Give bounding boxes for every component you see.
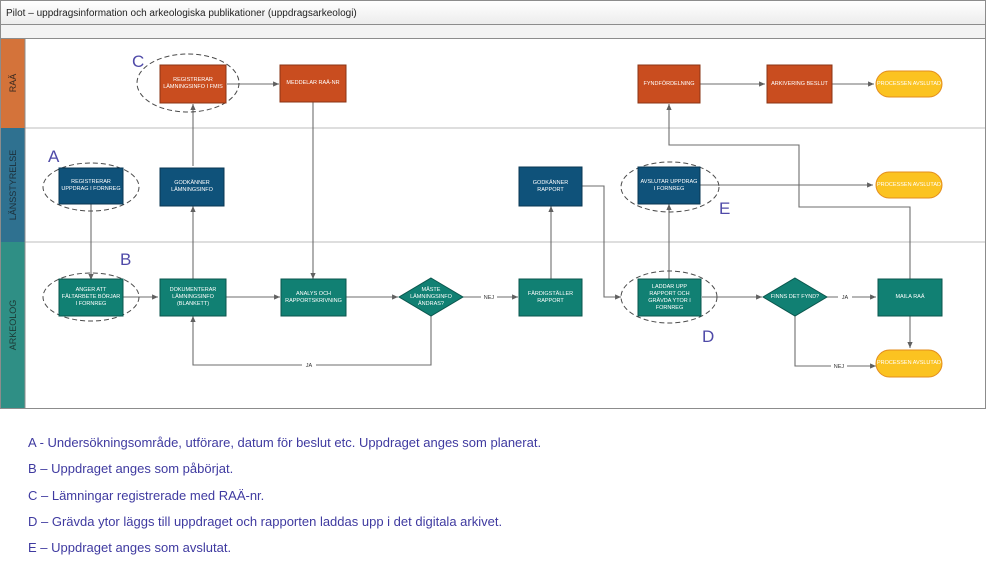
node-end3-box: [875, 349, 943, 378]
highlight-b: [42, 272, 140, 322]
edge-label-ja: JA: [306, 363, 313, 369]
node-analys: Analys och rapportskrivning: [285, 290, 342, 304]
marker-b: B: [120, 250, 131, 269]
node-registrerar: Registrerar lämningsinfo i FMIS: [163, 77, 223, 90]
node-maste-diamond: [398, 277, 464, 317]
legend-item-c: C – Lämningar registrerade med RAÄ-nr.: [28, 487, 265, 503]
node-godkanner-rapport: Godkänner rapport: [532, 179, 569, 193]
edge-godkanner-to-laddar: [582, 185, 621, 300]
markers: A B C D E: [48, 52, 730, 346]
node-end3: Processen avslutad: [877, 360, 941, 366]
edge-label-ja: JA: [842, 295, 849, 301]
node-analys-box: [280, 278, 347, 317]
lane-label-lansstyrelse: Länsstyrelse: [8, 150, 18, 221]
node-godkanner-rapport-box: [518, 166, 583, 207]
legend: A - Undersökningsområde, utförare, datum…: [28, 434, 541, 565]
highlight-ellipses: [42, 53, 720, 324]
node-laddar-box: [637, 278, 702, 317]
node-end2-box: [875, 171, 943, 199]
highlight-d: [620, 270, 718, 324]
lane-label-raa: RAÄ: [8, 74, 18, 93]
highlight-a: [42, 162, 140, 212]
node-end1-box: [875, 70, 943, 98]
node-fardigstaller: Färdigställer rapport: [527, 290, 574, 304]
marker-c: C: [132, 52, 144, 71]
lane-header-lansstyrelse: [1, 128, 25, 242]
node-fyndfordelning: Fyndfördelning: [643, 80, 695, 87]
node-dokumenterar-box: [159, 278, 227, 317]
legend-item-b: B – Uppdraget anges som påbörjat.: [28, 461, 234, 477]
edge-label-nej: NEJ: [834, 364, 845, 370]
node-dokumenterar: Dokumenterar lämningsinfo (blankett): [169, 287, 217, 307]
diagram-frame: [0, 0, 986, 409]
node-anger-att-box: [58, 278, 124, 317]
node-laddar: Laddar upp rapport och Grävda ytor i For…: [648, 283, 691, 311]
edge-finns-nej: [794, 316, 876, 369]
title-bar: [0, 0, 986, 25]
legend-item-d: D – Grävda ytor läggs till uppdraget och…: [28, 513, 503, 529]
marker-e: E: [719, 199, 730, 218]
node-registrerar-box: [159, 64, 227, 104]
node-arkivering: Arkivering beslut: [771, 80, 828, 87]
legend-item-e: E – Uppdraget anges som avslutat.: [28, 540, 232, 556]
node-finns: Finns det fynd?: [770, 293, 820, 300]
marker-a: A: [48, 147, 60, 166]
highlight-c: [136, 53, 240, 113]
marker-d: D: [702, 327, 714, 346]
node-registrerar-uppdrag: Registrerar uppdrag i Fornreg: [61, 179, 121, 192]
node-avslutar-uppdrag: Avslutar uppdrag i Fornreg: [640, 178, 698, 192]
node-meddelar: Meddelar RAÄ-nr: [286, 80, 340, 86]
node-maila: Maila RAÄ: [895, 294, 925, 300]
node-maste: Måste lämningsinfo ändras?: [410, 286, 452, 307]
edge-labels: NEJ JA JA NEJ: [302, 292, 852, 370]
node-meddelar-box: [279, 64, 347, 103]
node-fardigstaller-box: [518, 278, 583, 317]
node-fyndfordelning-box: [637, 64, 701, 104]
node-anger-att: Anger att fältarbete börjar i Fornreg: [61, 287, 121, 307]
lane-header-raa: [1, 39, 25, 128]
process-diagram: Pilot – uppdragsinformation och arkeolog…: [0, 0, 986, 409]
node-registrerar-uppdrag-box: [58, 167, 124, 205]
node-maila-box: [877, 278, 943, 317]
node-godkanner-lamning: Godkänner lämningsinfo: [171, 180, 213, 193]
legend-item-a: A - Undersökningsområde, utförare, datum…: [28, 435, 542, 450]
edge-label-nej: NEJ: [484, 295, 495, 301]
node-finns-diamond: [762, 277, 828, 317]
lane-header-arkeolog: [1, 242, 25, 408]
edge-maila-to-fyndfordelning: [666, 104, 911, 279]
highlight-e: [620, 161, 720, 213]
diagram-title: Pilot – uppdragsinformation och arkeolog…: [6, 8, 357, 19]
connectors: [88, 81, 913, 369]
node-avslutar-uppdrag-box: [637, 166, 701, 205]
header-strip: [0, 24, 986, 39]
node-arkivering-box: [766, 64, 833, 104]
node-godkanner-lamning-box: [159, 167, 225, 207]
node-end1: Processen avslutad: [877, 80, 941, 87]
node-end2: Processen avslutad: [877, 181, 941, 188]
lane-label-arkeolog: Arkeolog: [8, 300, 18, 351]
